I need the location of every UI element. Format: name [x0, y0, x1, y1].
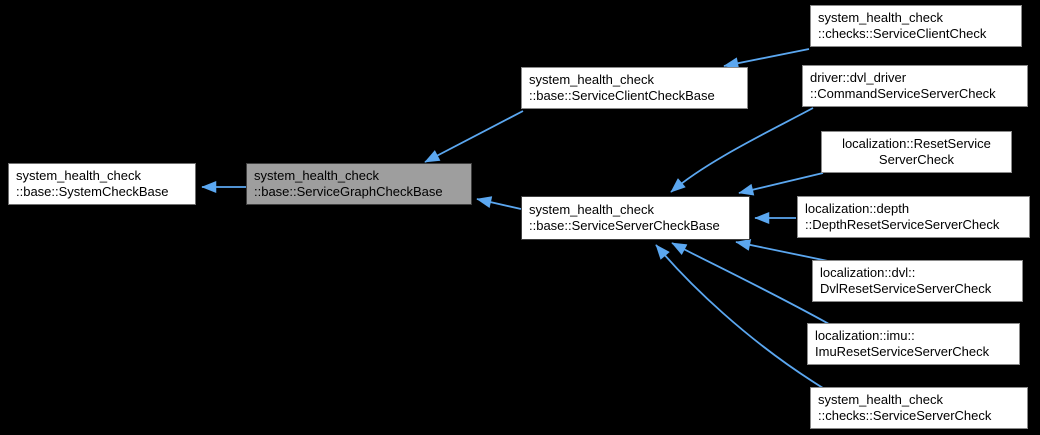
class-node-service-client-check-base[interactable]: system_health_check::base::ServiceClient…	[521, 67, 748, 109]
class-node-service-graph-check-base[interactable]: system_health_check::base::ServiceGraphC…	[246, 163, 472, 205]
class-node-label: ::checks::ServiceServerCheck	[818, 408, 992, 423]
class-node-label: system_health_check	[529, 202, 655, 217]
class-node-label: system_health_check	[529, 72, 655, 87]
class-node-label: localization::ResetService	[842, 136, 991, 151]
class-node-label: ::base::ServiceServerCheckBase	[529, 218, 720, 233]
class-node-label: localization::imu::	[815, 328, 915, 343]
class-node-command-service-server-check[interactable]: driver::dvl_driver::CommandServiceServer…	[802, 65, 1028, 107]
class-node-system-check-base[interactable]: system_health_check::base::SystemCheckBa…	[8, 163, 196, 205]
class-node-service-server-check-base[interactable]: system_health_check::base::ServiceServer…	[521, 196, 750, 240]
class-node-service-client-check[interactable]: system_health_check::checks::ServiceClie…	[810, 5, 1022, 47]
class-node-label: ::CommandServiceServerCheck	[810, 86, 996, 101]
inheritance-arrow-service-server-check-base-to-service-graph-check-base	[476, 196, 522, 210]
class-node-label: system_health_check	[16, 168, 142, 183]
class-node-label: ServerCheck	[878, 152, 955, 167]
inheritance-arrow-service-client-check-base-to-service-graph-check-base	[424, 110, 524, 163]
class-node-label: localization::dvl::	[820, 265, 916, 280]
class-node-label: ::base::ServiceClientCheckBase	[529, 88, 715, 103]
class-node-label: driver::dvl_driver	[810, 70, 907, 85]
class-node-depth-reset-service-server-check[interactable]: localization::depth::DepthResetServiceSe…	[797, 196, 1030, 238]
inheritance-arrow-service-server-check-to-service-server-check-base	[655, 244, 824, 389]
class-node-label: ::DepthResetServiceServerCheck	[805, 217, 1000, 232]
inheritance-arrow-dvl-reset-service-server-check-to-service-server-check-base	[735, 239, 829, 262]
class-node-label: DvlResetServiceServerCheck	[820, 281, 992, 296]
inheritance-arrow-imu-reset-service-server-check-to-service-server-check-base	[671, 242, 830, 325]
inheritance-arrow-reset-service-server-check-to-service-server-check-base	[738, 172, 824, 196]
class-node-label: system_health_check	[254, 168, 380, 183]
class-node-label: ImuResetServiceServerCheck	[815, 344, 990, 359]
class-node-imu-reset-service-server-check[interactable]: localization::imu::ImuResetServiceServer…	[807, 323, 1020, 365]
class-node-label: localization::depth	[805, 201, 910, 216]
class-node-label: system_health_check	[818, 392, 944, 407]
class-node-label: ::checks::ServiceClientCheck	[818, 26, 987, 41]
class-node-service-server-check[interactable]: system_health_check::checks::ServiceServ…	[810, 387, 1028, 429]
class-node-label: ::base::ServiceGraphCheckBase	[254, 184, 443, 199]
inheritance-arrow-service-client-check-to-service-client-check-base	[723, 48, 810, 70]
class-node-label: ::base::SystemCheckBase	[16, 184, 169, 199]
class-node-dvl-reset-service-server-check[interactable]: localization::dvl::DvlResetServiceServer…	[812, 260, 1023, 302]
class-node-label: system_health_check	[818, 10, 944, 25]
inheritance-arrow-command-service-server-check-to-service-server-check-base	[670, 107, 814, 193]
